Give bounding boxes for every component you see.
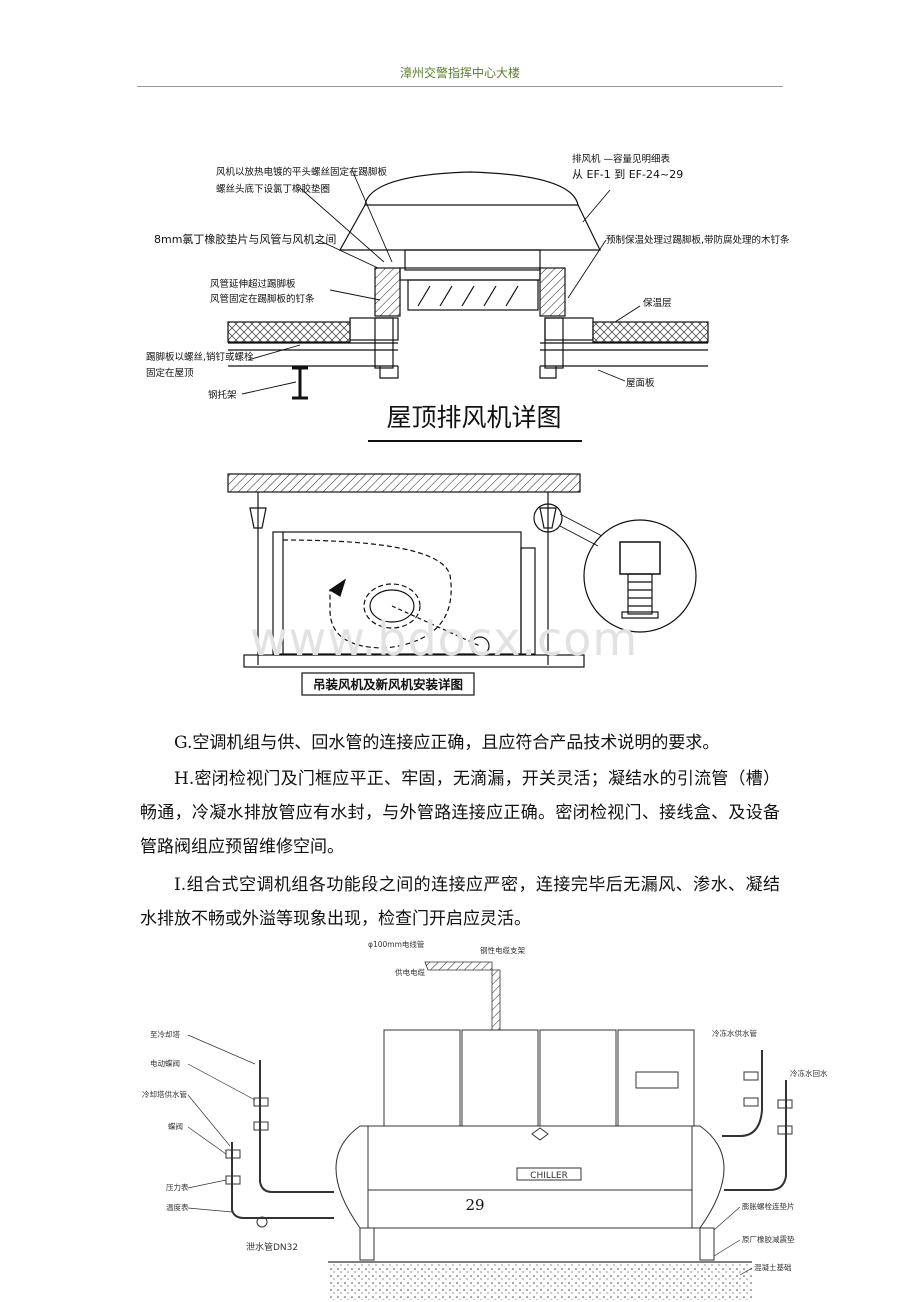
label-steel: 钢托架 [208,389,237,401]
label-duct-1: 风管延伸超过踢脚板 [210,278,296,290]
header-rule [137,86,783,87]
roof-fan-detail [227,169,709,442]
watermark: www.bdocx.com [250,612,639,666]
chiller-nameplate [516,1167,582,1181]
label-conduit: φ100mm电线管 [368,939,425,949]
label-fan-1: 排风机 —容量见明细表 [572,153,671,165]
label-motor-valve: 电动蝶阀 [150,1058,180,1068]
label-rubber: 原厂橡胶减震垫 [742,1234,795,1244]
insulation-right [592,321,709,343]
label-to-tower: 至冷却塔 [150,1029,180,1039]
label-fan-2: 从 EF-1 到 EF-24~29 [572,168,683,181]
label-butterfly: 蝶阀 [168,1121,183,1131]
label-insulation: 保温层 [643,297,672,309]
fan-dome [364,171,579,206]
conduit [424,961,501,1031]
suspended-fan-detail [227,473,697,696]
insulation-left [227,321,351,343]
label-bolt-1: 风机以放热电镀的平头螺丝固定在踢脚板 [216,166,388,178]
ceiling-slab [227,473,581,493]
label-bolt-2: 螺丝头底下设氯丁橡胶垫圈 [216,183,330,195]
label-power: 供电电缆 [395,967,425,977]
chiller-detail [187,961,793,1300]
label-thermo: 温度表 [166,1202,189,1212]
label-bracket: 钢性电缆支架 [480,945,525,955]
label-kick-1: 踢脚板以螺丝,销钉或螺栓 [146,351,254,363]
label-roof: 屋面板 [626,377,655,389]
isolator-spring [627,573,653,615]
label-flex: 膨胀螺栓连垫片 [742,1201,795,1211]
label-gasket: 8mm氯丁橡胶垫片与风管与风机之间 [154,232,336,246]
label-tower-supply: 冷却塔供水管 [142,1089,187,1099]
figure1-caption: 屋顶排风机详图 [386,403,561,432]
concrete-base [328,1264,752,1300]
label-pressure: 压力表 [166,1182,189,1192]
fan-skirt [338,204,601,251]
roof-fan-labels: 风机以放热电镀的平头螺丝固定在踢脚板 螺丝头底下设氯丁橡胶垫圈 8mm氯丁橡胶垫… [146,153,790,432]
chiller-labels: φ100mm电线管 钢性电缆支架 供电电缆 至冷却塔 电动蝶阀 冷却塔供水管 蝶… [142,939,828,1272]
label-prefab: 预制保温处理过踢脚板,带防腐处理的木钉条 [606,234,790,246]
label-concrete: 混凝土基础 [754,1262,792,1272]
damper [407,279,539,311]
label-kick-2: 固定在屋顶 [146,367,194,379]
label-chw-return: 冷冻水回水 [790,1068,828,1078]
label-chiller: CHILLER [530,1171,568,1181]
isolator-top [619,541,661,575]
page-header: 漳州交警指挥中心大楼 [399,66,520,80]
label-duct-2: 风管固定在踢脚板的钉条 [210,293,315,305]
paragraph-g: G.空调机组与供、回水管的连接应正确，且应符合产品技术说明的要求。 [174,733,720,753]
paragraph-i: I.组合式空调机组各功能段之间的连接应严密，连接完毕后无漏风、渗水、凝结水排放不… [140,875,780,929]
hanger-left [249,507,267,529]
label-chw-supply: 冷冻水供水管 [712,1028,757,1038]
label-drain: 泄水管DN32 [246,1241,298,1253]
figure2-caption: 吊装风机及新风机安装详图 [313,677,463,692]
page-number: 29 [465,1196,484,1214]
hanger-right [539,507,557,529]
paragraph-h: H.密闭检视门及门框应平正、牢固，无滴漏，开关灵活；凝结水的引流管（槽）畅通，冷… [140,769,780,857]
